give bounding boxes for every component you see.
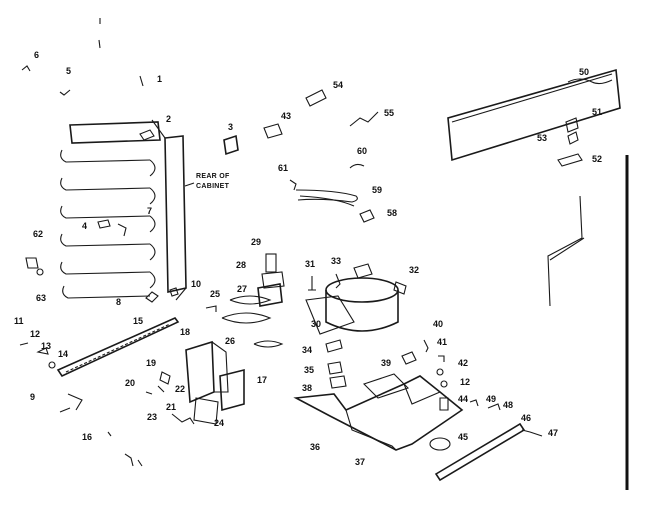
- callout-32: 32: [409, 265, 419, 275]
- evaporator-coil: [60, 121, 161, 299]
- callout-44: 44: [458, 394, 468, 404]
- callout-12: 12: [30, 329, 40, 339]
- callout-1: 1: [157, 74, 162, 84]
- upper-clips: [223, 89, 379, 169]
- callout-53: 53: [537, 133, 547, 143]
- callout-52: 52: [592, 154, 602, 164]
- callout-35: 35: [304, 365, 314, 375]
- mounting-hardware: [308, 263, 373, 389]
- callout-24: 24: [214, 418, 224, 428]
- callout-63: 63: [36, 293, 46, 303]
- callout-33: 33: [331, 256, 341, 266]
- callout-8: 8: [116, 297, 121, 307]
- callout-18: 18: [180, 327, 190, 337]
- callout-17: 17: [257, 375, 267, 385]
- callout-37: 37: [355, 457, 365, 467]
- callout-11: 11: [14, 316, 24, 326]
- callout-5: 5: [66, 66, 71, 76]
- right-small-parts: [401, 339, 543, 482]
- callout-12-second: 12: [460, 377, 470, 387]
- wire-harness: [289, 179, 375, 223]
- callout-51: 51: [592, 107, 602, 117]
- callout-23: 23: [147, 412, 157, 422]
- callout-60: 60: [357, 146, 367, 156]
- callout-40: 40: [433, 319, 443, 329]
- callout-16: 16: [82, 432, 92, 442]
- callout-19: 19: [146, 358, 156, 368]
- callout-4: 4: [82, 221, 87, 231]
- cabinet-rear-panel: [151, 119, 187, 301]
- drain-tube-assembly: [447, 68, 621, 307]
- callout-15: 15: [133, 316, 143, 326]
- callout-45: 45: [458, 432, 468, 442]
- base-rail: [56, 317, 180, 378]
- callout-55: 55: [384, 108, 394, 118]
- callout-54: 54: [333, 80, 343, 90]
- callout-28: 28: [236, 260, 246, 270]
- callout-27: 27: [237, 284, 247, 294]
- callout-29: 29: [251, 237, 261, 247]
- callout-46: 46: [521, 413, 531, 423]
- rear-of-cabinet-label-line2: CABINET: [196, 183, 230, 190]
- callout-47: 47: [548, 428, 558, 438]
- callout-43: 43: [281, 111, 291, 121]
- rear-of-cabinet-label-line1: REAR OF: [196, 173, 230, 180]
- callout-9: 9: [30, 392, 35, 402]
- callout-38: 38: [302, 383, 312, 393]
- callout-2: 2: [166, 114, 171, 124]
- scatter-parts: [21, 18, 144, 467]
- callout-13: 13: [41, 341, 51, 351]
- callout-39: 39: [381, 358, 391, 368]
- callout-22: 22: [175, 384, 185, 394]
- callout-14: 14: [58, 349, 68, 359]
- callout-49: 49: [486, 394, 496, 404]
- callout-7: 7: [147, 206, 152, 216]
- callout-36: 36: [310, 442, 320, 452]
- relay-overload: [205, 253, 285, 348]
- callout-21: 21: [166, 402, 176, 412]
- callout-6: 6: [34, 50, 39, 60]
- callout-50: 50: [579, 67, 589, 77]
- callout-34: 34: [302, 345, 312, 355]
- control-bracket: [185, 340, 245, 425]
- callout-30: 30: [311, 319, 321, 329]
- callout-26: 26: [225, 336, 235, 346]
- callout-62: 62: [33, 229, 43, 239]
- callout-3: 3: [228, 122, 233, 132]
- callout-59: 59: [372, 185, 382, 195]
- callout-20: 20: [125, 378, 135, 388]
- callout-48: 48: [503, 400, 513, 410]
- callout-25: 25: [210, 289, 220, 299]
- compressor: [305, 277, 407, 335]
- hardware-parts: [19, 129, 195, 425]
- callout-41: 41: [437, 337, 447, 347]
- callout-58: 58: [387, 208, 397, 218]
- compressor-base-pan: [293, 373, 464, 451]
- callout-31: 31: [305, 259, 315, 269]
- callout-42: 42: [458, 358, 468, 368]
- callout-10: 10: [191, 279, 201, 289]
- callout-61: 61: [278, 163, 288, 173]
